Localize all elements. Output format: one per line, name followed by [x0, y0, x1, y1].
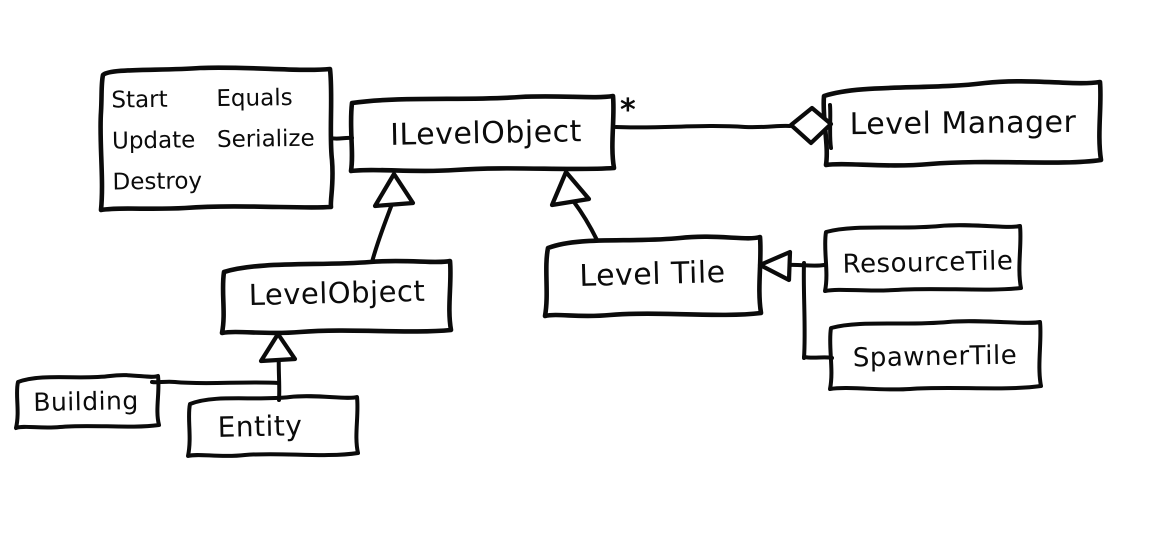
spawnertile-box-shape	[828, 319, 1043, 392]
link-levelobject-to-ilevelobject	[370, 171, 416, 264]
entity-box-shape	[186, 394, 360, 458]
link-ilevelobject-to-levelmanager	[614, 103, 834, 150]
levelmanager-box-shape	[821, 79, 1104, 168]
link-tiles-to-leveltile	[757, 249, 834, 360]
resourcetile-box-shape	[823, 223, 1023, 293]
inheritance-arrowhead	[549, 169, 592, 208]
building-box-shape	[14, 373, 161, 430]
levelobject-box-shape	[219, 258, 454, 336]
methods-box-shape	[98, 65, 335, 213]
link-leveltile-to-ilevelobject	[549, 169, 599, 242]
ilevelobject-box-shape	[348, 93, 617, 174]
inheritance-arrowhead	[757, 249, 793, 283]
link-methods-to-ilevelobject	[329, 135, 354, 141]
inheritance-arrowhead	[258, 331, 298, 364]
leveltile-box-shape	[542, 234, 764, 319]
link-entity-building-to-levelobject	[150, 331, 298, 402]
inheritance-arrowhead	[372, 171, 416, 209]
